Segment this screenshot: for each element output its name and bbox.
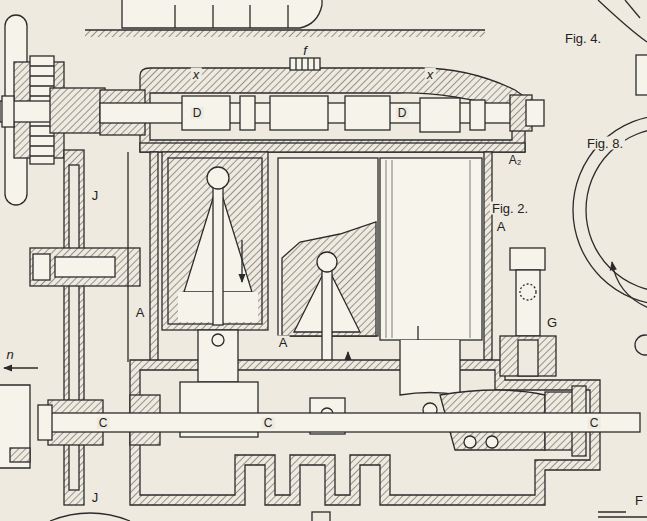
callout-letter: x [191, 68, 202, 81]
shaft-nut [38, 405, 52, 440]
lever [64, 150, 84, 505]
valve-passage [518, 340, 538, 376]
gear-f [290, 58, 320, 70]
valve-nut [510, 248, 545, 270]
callout-letter: A [134, 306, 147, 319]
crank-clevis [198, 330, 238, 382]
callout-letter: x [425, 68, 436, 81]
bracket [30, 248, 140, 286]
fig-f-lines [598, 512, 647, 517]
callout-letter: A [495, 220, 508, 233]
callout-letter: Fig. 8. [585, 137, 625, 150]
callout-letter: D [191, 107, 204, 119]
crank-web [400, 340, 460, 395]
tank [122, 0, 322, 28]
gear-f-teeth [296, 58, 314, 70]
nut [2, 96, 14, 127]
fig8-ring [635, 335, 647, 355]
callout-letter: n [4, 348, 15, 361]
valve-block [182, 96, 230, 130]
fig8-casing [573, 115, 647, 305]
ground-hatch [85, 30, 485, 37]
end-nut [526, 100, 544, 126]
callout-letter: C [97, 417, 110, 429]
fig4-line [625, 0, 640, 18]
callout-letter: J [90, 491, 101, 504]
gudgeon-pin [207, 167, 229, 189]
valve-block [470, 100, 485, 130]
cylinder [380, 158, 482, 340]
side-part-hatch [10, 448, 30, 462]
valve-block [240, 96, 255, 130]
fig4-outline [598, 0, 647, 42]
motion-arrow [241, 240, 242, 282]
direction-arrow [4, 367, 38, 368]
callout-letter: F [633, 494, 645, 507]
rotation-arrow [612, 262, 647, 312]
lever-top-hub [50, 88, 105, 133]
callout-letter: D [396, 107, 409, 119]
fig8-bore [586, 128, 647, 292]
callout-letter: C [588, 417, 601, 429]
ground-line [85, 29, 485, 30]
shading [386, 160, 470, 338]
bracket-bore [55, 257, 115, 277]
frame-wall [484, 152, 492, 360]
lower-stub [312, 512, 330, 521]
cylinder [162, 152, 268, 330]
side-part [0, 385, 30, 468]
valve-ball [520, 284, 536, 300]
disc-hole [464, 436, 476, 448]
callout-letter: G [545, 316, 559, 329]
callout-letter: A₂ [507, 154, 524, 166]
piston [168, 158, 262, 324]
callout-letter: f [301, 44, 309, 57]
valve-block [345, 96, 390, 130]
fig8-flange [636, 55, 647, 95]
callout-letter: C [262, 417, 275, 429]
frame-line [127, 152, 128, 362]
callout-letter: J [90, 189, 101, 202]
crankshaft [40, 413, 640, 432]
crank-pin [212, 334, 224, 346]
callout-letter: Fig. 4. [563, 32, 603, 45]
valve-flange [500, 336, 556, 376]
tank-ribs [175, 5, 288, 28]
piston-rod [213, 180, 223, 325]
deck-plate [140, 143, 525, 152]
valve-stem [516, 270, 540, 336]
callout-letter: A [277, 336, 290, 349]
callout-letter: Fig. 2. [490, 202, 530, 215]
disc-hole [486, 436, 498, 448]
gudgeon-pin [317, 252, 337, 272]
valve-block [420, 98, 460, 132]
lower-arc [50, 513, 130, 521]
frame-wall [150, 152, 158, 362]
bracket-nut [33, 254, 50, 280]
valve-block [270, 96, 328, 130]
